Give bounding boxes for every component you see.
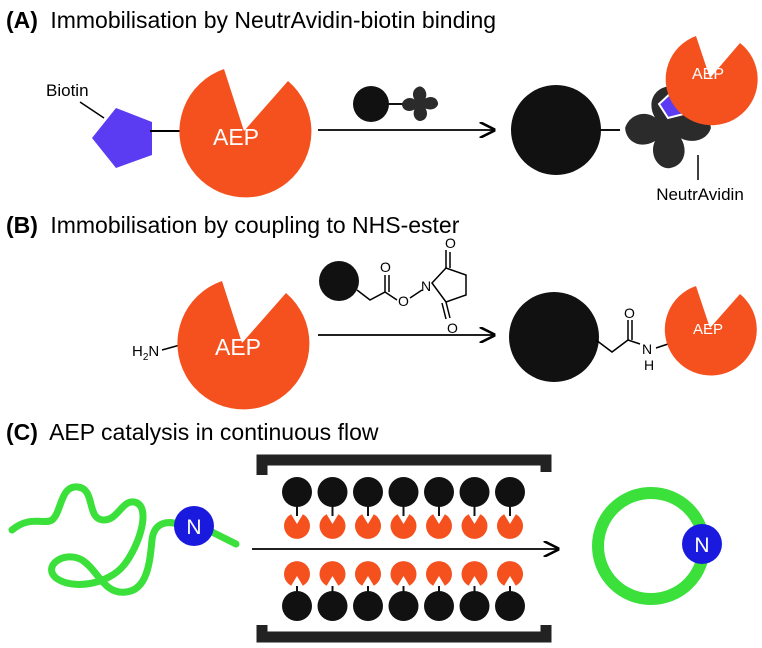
biotin-label-line [79,101,105,119]
biotin-aep-conjugate: Biotin AEP [46,69,312,198]
panel-b-title-text: Immobilisation by coupling to NHS-ester [50,212,459,238]
bead-icon [495,591,525,621]
ring-carbonyl-bottom-2 [441,302,447,320]
panel-a-title-text: Immobilisation by NeutrAvidin-biotin bin… [50,7,496,33]
reactor-top-row [282,477,525,539]
aep-enzyme-icon [319,561,346,586]
bead-icon [282,477,312,507]
aep-label: AEP [215,334,261,360]
aep-enzyme-icon [355,561,382,586]
amide-n-bond [655,343,669,349]
amide-n-label: N [642,341,652,357]
reactor-bottom-row [282,561,525,621]
panel-b-title: (B) Immobilisation by coupling to NHS-es… [6,212,460,238]
aep-enzyme-icon [426,514,453,539]
aep-enzyme-icon [390,514,417,539]
amine-bond [161,344,181,351]
nhs-o-label: O [398,293,409,309]
n-terminus-label: N [186,516,201,539]
bead-icon [319,261,359,301]
linear-peptide: N [8,483,240,596]
aep-enzyme-icon [497,561,523,586]
bead-icon [388,477,419,507]
bead-icon [509,292,599,382]
bead-icon [282,591,312,621]
aep-enzyme-icon [355,514,382,539]
aep-label: AEP [693,321,723,338]
n-terminus-icon [174,506,214,546]
aep-label: AEP [213,124,259,150]
aep-enzyme-icon [284,514,311,539]
aep-enzyme-icon [664,286,757,376]
panel-a-letter: (A) [6,7,38,33]
bead-icon [459,591,490,621]
cyclic-peptide: N [592,487,722,605]
panel-a-title: (A) Immobilisation by NeutrAvidin-biotin… [6,7,496,33]
panel-c-title-text: AEP catalysis in continuous flow [49,419,379,445]
immobilised-aep-a: AEP NeutrAvidin [511,36,758,204]
bead-icon [459,477,490,507]
amide-o-label: O [624,305,635,321]
bead-icon [424,477,454,507]
bead-icon [495,477,525,507]
panel-c-letter: (C) [6,419,38,445]
ring-carbonyl-bottom [445,301,451,319]
nhs-o-label: O [380,259,391,275]
reactor-top-wall [256,454,552,475]
biotin-label: Biotin [46,81,89,100]
bead-icon [353,591,383,621]
nhs-linker [356,275,386,301]
nhs-o-label: O [447,320,458,336]
neutravidin-label: NeutrAvidin [656,185,744,204]
bead-icon [353,86,389,122]
reactor-bottom-wall [256,625,552,643]
neutravidin-icon [401,86,439,122]
aep-enzyme-icon [461,561,488,586]
nhs-ester-bead [319,250,467,320]
bead-icon [388,591,419,621]
aep-enzyme-icon [177,281,310,410]
amine-label: H2N [132,343,159,363]
bead-icon [424,591,454,621]
bead-icon [511,85,601,175]
aep-enzyme-icon [426,561,453,586]
bead-icon [317,477,348,507]
amine-subscript: 2 [143,352,149,363]
ester-bond [384,291,398,301]
nhs-n-label: N [421,278,431,294]
amine-n: N [148,343,159,360]
nhs-o-label: O [445,235,456,251]
aep-enzyme-icon [461,514,488,539]
aep-enzyme-icon [319,514,346,539]
succinimide-ring [431,267,467,303]
reagent-bead-neutravidin [353,86,439,122]
o-n-bond [409,289,423,299]
bead-icon [317,591,348,621]
immobilised-aep-b: AEP [509,286,757,382]
amine-aep: H2N AEP [132,281,310,410]
bead-icon [353,477,383,507]
panel-c-title: (C) AEP catalysis in continuous flow [6,419,379,445]
amide-h-label: H [644,357,654,373]
flow-reactor [256,454,552,643]
amide-linker [595,339,641,353]
aep-enzyme-icon [390,561,417,586]
aep-enzyme-icon [497,514,523,539]
aep-label: AEP [692,66,724,83]
biotin-icon [92,108,152,168]
n-terminus-label: N [694,534,709,557]
aep-enzyme-icon [284,561,311,586]
aep-enzyme-icon [179,69,312,198]
aep-enzyme-icon [665,36,758,126]
amine-h: H [132,343,143,360]
peptide-chain-icon [8,483,184,596]
panel-b-letter: (B) [6,212,38,238]
n-terminus-icon [682,524,722,564]
